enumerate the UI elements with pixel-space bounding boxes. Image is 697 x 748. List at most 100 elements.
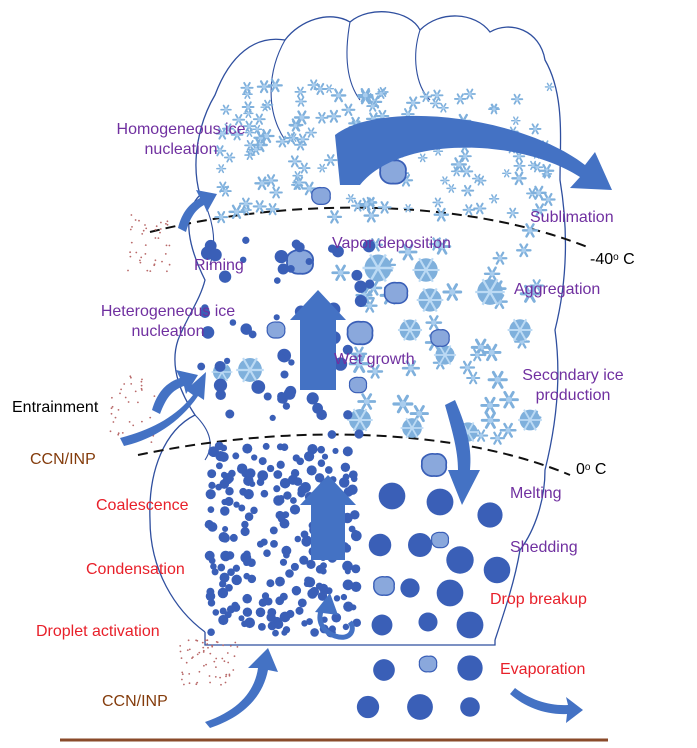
snowflake-icon bbox=[240, 199, 252, 209]
drop-icon bbox=[260, 489, 269, 498]
drop-icon bbox=[279, 477, 291, 489]
snowflake-icon bbox=[342, 105, 354, 115]
drop-icon bbox=[244, 512, 254, 521]
aerosol-field bbox=[109, 214, 239, 686]
snowflake-icon bbox=[494, 253, 507, 264]
drop-icon bbox=[263, 549, 271, 557]
aerosol-dot-icon bbox=[141, 233, 144, 235]
aerosol-dot-icon bbox=[138, 219, 140, 222]
aerosol-dot-icon bbox=[111, 405, 114, 408]
drop-icon bbox=[290, 562, 299, 571]
aerosol-dot-icon bbox=[154, 237, 157, 239]
aerosol-dot-icon bbox=[204, 639, 207, 642]
snowflake-icon bbox=[365, 210, 378, 222]
drop-icon bbox=[289, 504, 301, 515]
graupel-icon bbox=[346, 320, 374, 346]
isotherm-0-line bbox=[137, 433, 571, 476]
aerosol-dot-icon bbox=[114, 416, 117, 419]
aerosol-dot-icon bbox=[119, 392, 121, 395]
drop-icon bbox=[204, 520, 213, 529]
aerosol-dot-icon bbox=[130, 376, 132, 379]
drop-icon bbox=[242, 607, 253, 617]
aerosol-dot-icon bbox=[227, 661, 230, 664]
drop-icon bbox=[222, 525, 229, 533]
drop-icon bbox=[342, 560, 353, 572]
large-snowflake-icon bbox=[415, 287, 445, 313]
snowflake-icon bbox=[455, 94, 466, 103]
aerosol-dot-icon bbox=[219, 676, 222, 679]
aerosol-dot-icon bbox=[196, 681, 199, 684]
drop-icon bbox=[365, 279, 375, 289]
drop-icon bbox=[207, 506, 215, 513]
snowflake-icon bbox=[444, 285, 461, 300]
aerosol-dot-icon bbox=[111, 396, 113, 399]
drop-icon bbox=[204, 550, 215, 561]
aerosol-dot-icon bbox=[188, 673, 191, 675]
drop-icon bbox=[215, 462, 223, 470]
drop-icon bbox=[209, 248, 222, 262]
drop-icon bbox=[243, 550, 251, 559]
drop-icon bbox=[477, 502, 503, 528]
aerosol-dot-icon bbox=[203, 664, 205, 667]
aerosol-dot-icon bbox=[134, 390, 137, 393]
drop-icon bbox=[243, 572, 250, 580]
drop-icon bbox=[217, 587, 229, 599]
aerosol-dot-icon bbox=[215, 657, 218, 660]
aerosol-dot-icon bbox=[130, 241, 133, 244]
snowflake-icon bbox=[482, 413, 498, 427]
large-snowflake-icon bbox=[506, 318, 534, 342]
aerosol-dot-icon bbox=[206, 639, 209, 642]
snowflake-icon bbox=[328, 211, 341, 222]
downdraft-arrow-icon bbox=[445, 400, 480, 505]
aerosol-dot-icon bbox=[129, 251, 132, 254]
aerosol-dot-icon bbox=[186, 649, 189, 651]
drop-icon bbox=[351, 269, 363, 281]
large-snowflake-icon bbox=[517, 408, 543, 432]
snowflake-icon bbox=[318, 164, 326, 171]
aerosol-dot-icon bbox=[153, 263, 156, 266]
drop-icon bbox=[229, 319, 237, 326]
aerosol-dot-icon bbox=[179, 645, 182, 647]
aerosol-dot-icon bbox=[137, 401, 139, 404]
drop-icon bbox=[273, 277, 281, 284]
aerosol-dot-icon bbox=[195, 683, 198, 686]
drop-icon bbox=[350, 604, 357, 611]
aerosol-dot-icon bbox=[228, 673, 231, 676]
evaporation-arrow-icon bbox=[510, 688, 583, 723]
drop-icon bbox=[225, 486, 234, 496]
aerosol-dot-icon bbox=[185, 661, 188, 664]
graupel-icon bbox=[418, 655, 438, 673]
drop-icon bbox=[231, 574, 242, 586]
drop-icon bbox=[306, 618, 313, 626]
aerosol-dot-icon bbox=[196, 653, 199, 656]
drop-icon bbox=[277, 391, 286, 401]
particle-field bbox=[197, 80, 554, 720]
snowflake-icon bbox=[503, 170, 511, 177]
snowflake-icon bbox=[289, 156, 301, 166]
drop-icon bbox=[220, 506, 230, 516]
aerosol-dot-icon bbox=[117, 432, 120, 435]
drop-icon bbox=[408, 533, 432, 557]
aerosol-dot-icon bbox=[229, 645, 232, 647]
heterogeneous-nucleation-label: Heterogeneous ice nucleation bbox=[100, 303, 236, 340]
snowflake-icon bbox=[491, 433, 504, 444]
drop-icon bbox=[205, 591, 216, 601]
drop-icon bbox=[273, 314, 280, 321]
drop-icon bbox=[324, 466, 333, 474]
riming-label: Riming bbox=[194, 257, 244, 274]
wet-growth-label: Wet growth bbox=[334, 351, 415, 368]
snowflake-icon bbox=[489, 372, 506, 387]
drop-icon bbox=[215, 389, 226, 401]
aerosol-dot-icon bbox=[215, 641, 218, 643]
drop-icon bbox=[294, 535, 302, 543]
drop-icon bbox=[266, 579, 275, 588]
drop-icon bbox=[233, 501, 240, 508]
drop-icon bbox=[378, 482, 406, 510]
drop-icon bbox=[315, 582, 323, 590]
aerosol-dot-icon bbox=[180, 657, 183, 659]
secondary-ice-label: Secondary ice production bbox=[522, 367, 624, 404]
aerosol-dot-icon bbox=[120, 388, 122, 391]
drop-icon bbox=[368, 533, 392, 557]
aerosol-dot-icon bbox=[196, 639, 199, 642]
snowflake-icon bbox=[463, 205, 474, 214]
